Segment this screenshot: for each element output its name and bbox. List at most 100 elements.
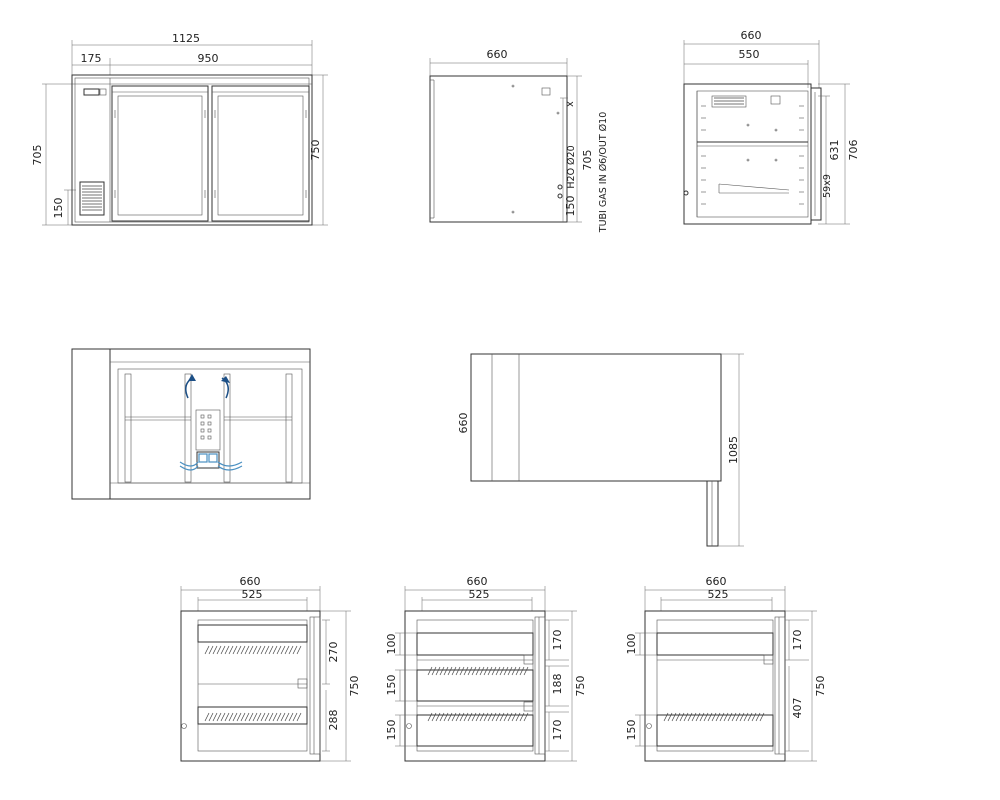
grille-slat [264, 712, 270, 722]
grille-slat [679, 712, 685, 722]
grille-slat [272, 712, 278, 722]
dim-b-inner: 525 [469, 588, 490, 601]
dim-front-width: 1125 [172, 32, 200, 45]
dim-a-total: 750 [348, 676, 361, 697]
grille-slat [759, 712, 765, 722]
grille-slat [451, 712, 457, 722]
grille-slat [671, 712, 677, 722]
grille-slat [479, 712, 485, 722]
dim-c-inner: 525 [708, 588, 729, 601]
grille-slat [447, 666, 453, 676]
grille-slat [747, 712, 753, 722]
label-gas-pipes: TUBI GAS IN Ø6/OUT Ø10 [598, 112, 609, 233]
grille-slat [280, 645, 286, 655]
grille-slat [212, 712, 218, 722]
grille-slat [216, 645, 222, 655]
grille-slat [252, 712, 258, 722]
grille-slat [256, 645, 262, 655]
dim-side-width: 660 [487, 48, 508, 61]
grille-slat [663, 712, 669, 722]
grille-slat [507, 666, 513, 676]
grille-slat [511, 712, 517, 722]
grille-slat [735, 712, 741, 722]
grille-slat [204, 645, 210, 655]
grille-slat [236, 645, 242, 655]
grille-slat [208, 712, 214, 722]
grille-slat [719, 712, 725, 722]
dim-c-left-top: 100 [625, 634, 638, 655]
grille-slat [439, 666, 445, 676]
dim-section-631: 631 [828, 140, 841, 161]
grille-slat [475, 712, 481, 722]
grille-slat [296, 645, 302, 655]
grille-slat [743, 712, 749, 722]
grille-slat [228, 645, 234, 655]
dim-section-706: 706 [847, 140, 860, 161]
grille-slat [216, 712, 222, 722]
grille-slat [503, 712, 509, 722]
grille-slat [495, 712, 501, 722]
grille-slat [439, 712, 445, 722]
dim-b-right-mid: 188 [551, 674, 564, 695]
grille-slat [220, 712, 226, 722]
dim-b-right-top: 170 [551, 630, 564, 651]
grille-slat [443, 666, 449, 676]
grille-slat [507, 712, 513, 722]
section-view: 660 550 [683, 29, 860, 225]
grille-slat [499, 666, 505, 676]
grille-slat [248, 712, 254, 722]
grille-slat [483, 666, 489, 676]
dim-section-outer-width: 660 [741, 29, 762, 42]
dim-c-total: 750 [814, 676, 827, 697]
grille-slat [459, 666, 465, 676]
drawer-a1-grille [204, 645, 302, 655]
grille-slat [431, 712, 437, 722]
grille-slat [727, 712, 733, 722]
grille-slat [707, 712, 713, 722]
dim-section-inner-width: 550 [739, 48, 760, 61]
grille-slat [284, 645, 290, 655]
grille-slat [288, 712, 294, 722]
marker-x: x [565, 101, 576, 107]
grille-slat [459, 712, 465, 722]
grille-slat [276, 645, 282, 655]
grille-slat [667, 712, 673, 722]
grille-slat [427, 712, 433, 722]
grille-slat [711, 712, 717, 722]
grille-slat [479, 666, 485, 676]
grille-slat [463, 666, 469, 676]
grille-slat [699, 712, 705, 722]
grille-slat [232, 645, 238, 655]
grille-slat [260, 645, 266, 655]
dim-top-open-depth: 1085 [727, 436, 740, 464]
dim-front-left-height: 705 [31, 145, 44, 166]
grille-slat [296, 712, 302, 722]
dim-b-total: 750 [574, 676, 587, 697]
front-view: 1125 175 950 705 150 750 [31, 32, 328, 226]
dim-a-width: 660 [240, 575, 261, 588]
drawer-b2-grille [427, 666, 529, 676]
grille-slat [248, 645, 254, 655]
grille-slat [455, 666, 461, 676]
grille-slat [435, 712, 441, 722]
grille-slat [268, 645, 274, 655]
grille-slat [471, 666, 477, 676]
dim-a-lower: 288 [327, 710, 340, 731]
grille-slat [276, 712, 282, 722]
grille-slat [212, 645, 218, 655]
grille-slat [475, 666, 481, 676]
grille-slat [523, 666, 529, 676]
top-view: 660 1085 [457, 353, 744, 547]
grille-slat [519, 712, 525, 722]
grille-slat [687, 712, 693, 722]
config-mixed-drawers: 660 525 100 150 170 407 750 [625, 575, 827, 762]
grille-slat [675, 712, 681, 722]
grille-slat [523, 712, 529, 722]
dim-front-right-height: 750 [309, 140, 322, 161]
side-view: 660 705 150 H2O Ø20 TUBI GAS IN Ø6/OUT Ø… [429, 48, 609, 233]
grille-slat [435, 666, 441, 676]
grille-slat [515, 666, 521, 676]
dim-c-right-top: 170 [791, 630, 804, 651]
grille-slat [467, 666, 473, 676]
grille-slat [487, 712, 493, 722]
